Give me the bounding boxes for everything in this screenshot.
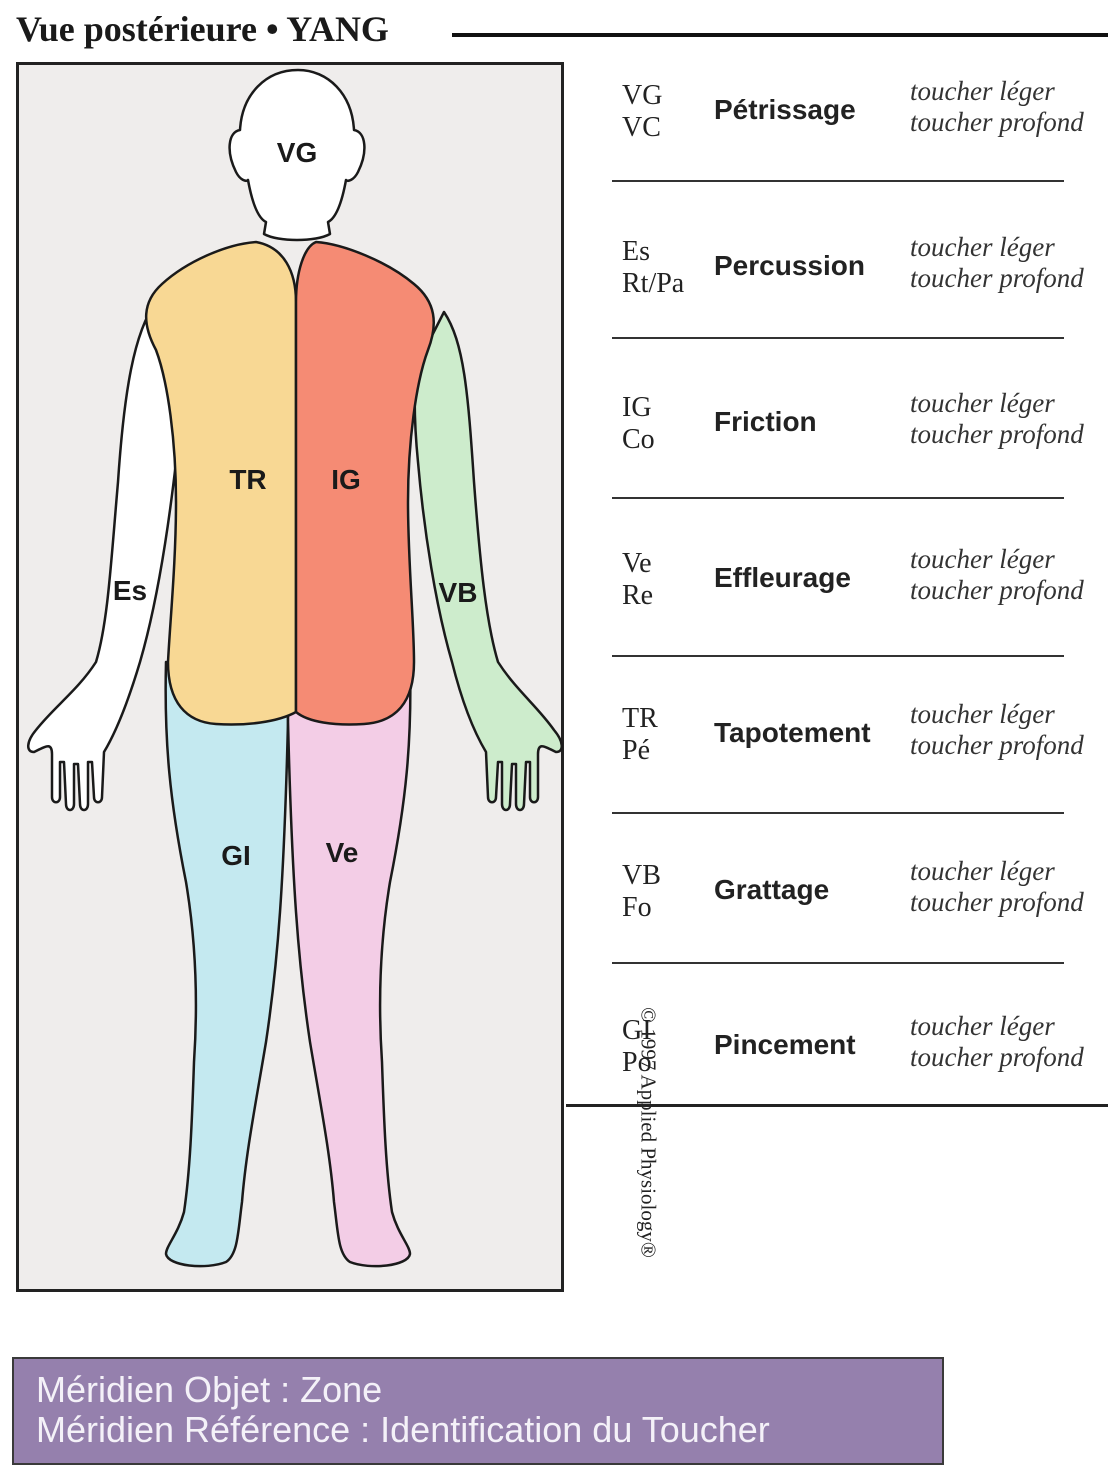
touch-deep: toucher profond — [910, 575, 1084, 605]
technique-name: Pincement — [714, 1029, 856, 1060]
caption-box: Méridien Objet : Zone Méridien Référence… — [12, 1357, 944, 1465]
technique-row: VB Fo Grattage toucher léger toucher pro… — [612, 856, 1108, 1010]
technique-name: Pétrissage — [714, 94, 856, 125]
meridian-codes: VB Fo — [622, 860, 661, 924]
meridian-codes: IG Co — [622, 392, 655, 456]
touch-light: toucher léger — [910, 699, 1055, 729]
row-divider — [612, 812, 1064, 814]
zone-gi-left-leg — [164, 660, 290, 1268]
zone-es-left-arm — [27, 300, 182, 812]
meridian-code: IG — [622, 392, 652, 423]
technique-name: Tapotement — [714, 717, 871, 748]
touch-light: toucher léger — [910, 544, 1055, 574]
zone-label-left-torso: TR — [229, 464, 266, 495]
meridian-code: VB — [622, 860, 661, 891]
touch-types: toucher léger toucher profond — [910, 76, 1084, 138]
touch-deep: toucher profond — [910, 730, 1084, 760]
meridian-codes: TR Pé — [622, 703, 658, 767]
technique-row: VG VC Pétrissage toucher léger toucher p… — [612, 76, 1108, 230]
caption-line-reference: Méridien Référence : Identification du T… — [36, 1409, 770, 1450]
row-divider — [612, 497, 1064, 499]
meridian-code: VC — [622, 112, 661, 143]
body-diagram: VG TR IG Es VB GI Ve — [27, 68, 563, 1268]
meridian-code: Es — [622, 236, 650, 267]
touch-types: toucher léger toucher profond — [910, 699, 1084, 761]
zone-label-right-leg: Ve — [326, 837, 359, 868]
touch-light: toucher léger — [910, 76, 1055, 106]
touch-deep: toucher profond — [910, 419, 1084, 449]
touch-light: toucher léger — [910, 388, 1055, 418]
technique-row: GI Po Pincement toucher léger toucher pr… — [612, 1011, 1108, 1165]
touch-types: toucher léger toucher profond — [910, 856, 1084, 918]
touch-types: toucher léger toucher profond — [910, 232, 1084, 294]
zone-ve-right-leg — [286, 660, 412, 1268]
zone-label-right-torso: IG — [331, 464, 361, 495]
touch-types: toucher léger toucher profond — [910, 544, 1084, 606]
technique-row: IG Co Friction toucher léger toucher pro… — [612, 388, 1108, 542]
technique-row: Es Rt/Pa Percussion toucher léger touche… — [612, 232, 1108, 386]
technique-name: Effleurage — [714, 562, 851, 593]
touch-deep: toucher profond — [910, 887, 1084, 917]
meridian-codes: Es Rt/Pa — [622, 236, 684, 300]
row-divider — [612, 655, 1064, 657]
technique-name: Friction — [714, 406, 817, 437]
page-title: Vue postérieure • YANG — [16, 9, 389, 49]
meridian-codes: Ve Re — [622, 548, 653, 612]
touch-types: toucher léger toucher profond — [910, 1011, 1084, 1073]
technique-row: Ve Re Effleurage toucher léger toucher p… — [612, 544, 1108, 698]
touch-deep: toucher profond — [910, 107, 1084, 137]
meridian-code: Ve — [622, 548, 652, 579]
meridian-code: VG — [622, 80, 663, 111]
zone-ig-right-torso — [294, 240, 435, 726]
zone-vg-head — [228, 68, 366, 242]
meridian-code: Re — [622, 580, 654, 611]
touch-types: toucher léger toucher profond — [910, 388, 1084, 450]
touch-deep: toucher profond — [910, 263, 1084, 293]
technique-name: Grattage — [714, 874, 830, 905]
meridian-code: Rt/Pa — [622, 268, 685, 299]
touch-light: toucher léger — [910, 232, 1055, 262]
meridian-codes: VG VC — [622, 80, 662, 144]
table-bottom-rule — [566, 1104, 1108, 1107]
touch-light: toucher léger — [910, 856, 1055, 886]
row-divider — [612, 962, 1064, 964]
zone-label-right-arm: VB — [439, 577, 478, 608]
meridian-code: Co — [622, 424, 655, 455]
touch-light: toucher léger — [910, 1011, 1055, 1041]
row-divider — [612, 337, 1064, 339]
meridian-code: Po — [622, 1047, 652, 1078]
zone-label-left-leg: GI — [221, 840, 251, 871]
meridian-codes: GI Po — [622, 1015, 652, 1079]
zone-label-left-arm: Es — [113, 575, 147, 606]
meridian-code: Fo — [622, 892, 652, 923]
row-divider — [612, 180, 1064, 182]
meridian-code: TR — [622, 703, 658, 734]
caption-line-object: Méridien Objet : Zone — [36, 1369, 383, 1410]
technique-name: Percussion — [714, 250, 865, 281]
zone-vb-right-arm — [413, 310, 563, 812]
zone-tr-left-torso — [144, 240, 298, 726]
touch-deep: toucher profond — [910, 1042, 1084, 1072]
zone-label-head: VG — [277, 137, 317, 168]
technique-row: TR Pé Tapotement toucher léger toucher p… — [612, 699, 1108, 853]
title-rule — [452, 33, 1108, 37]
meridian-code: Pé — [622, 735, 650, 766]
meridian-code: GI — [622, 1015, 652, 1046]
